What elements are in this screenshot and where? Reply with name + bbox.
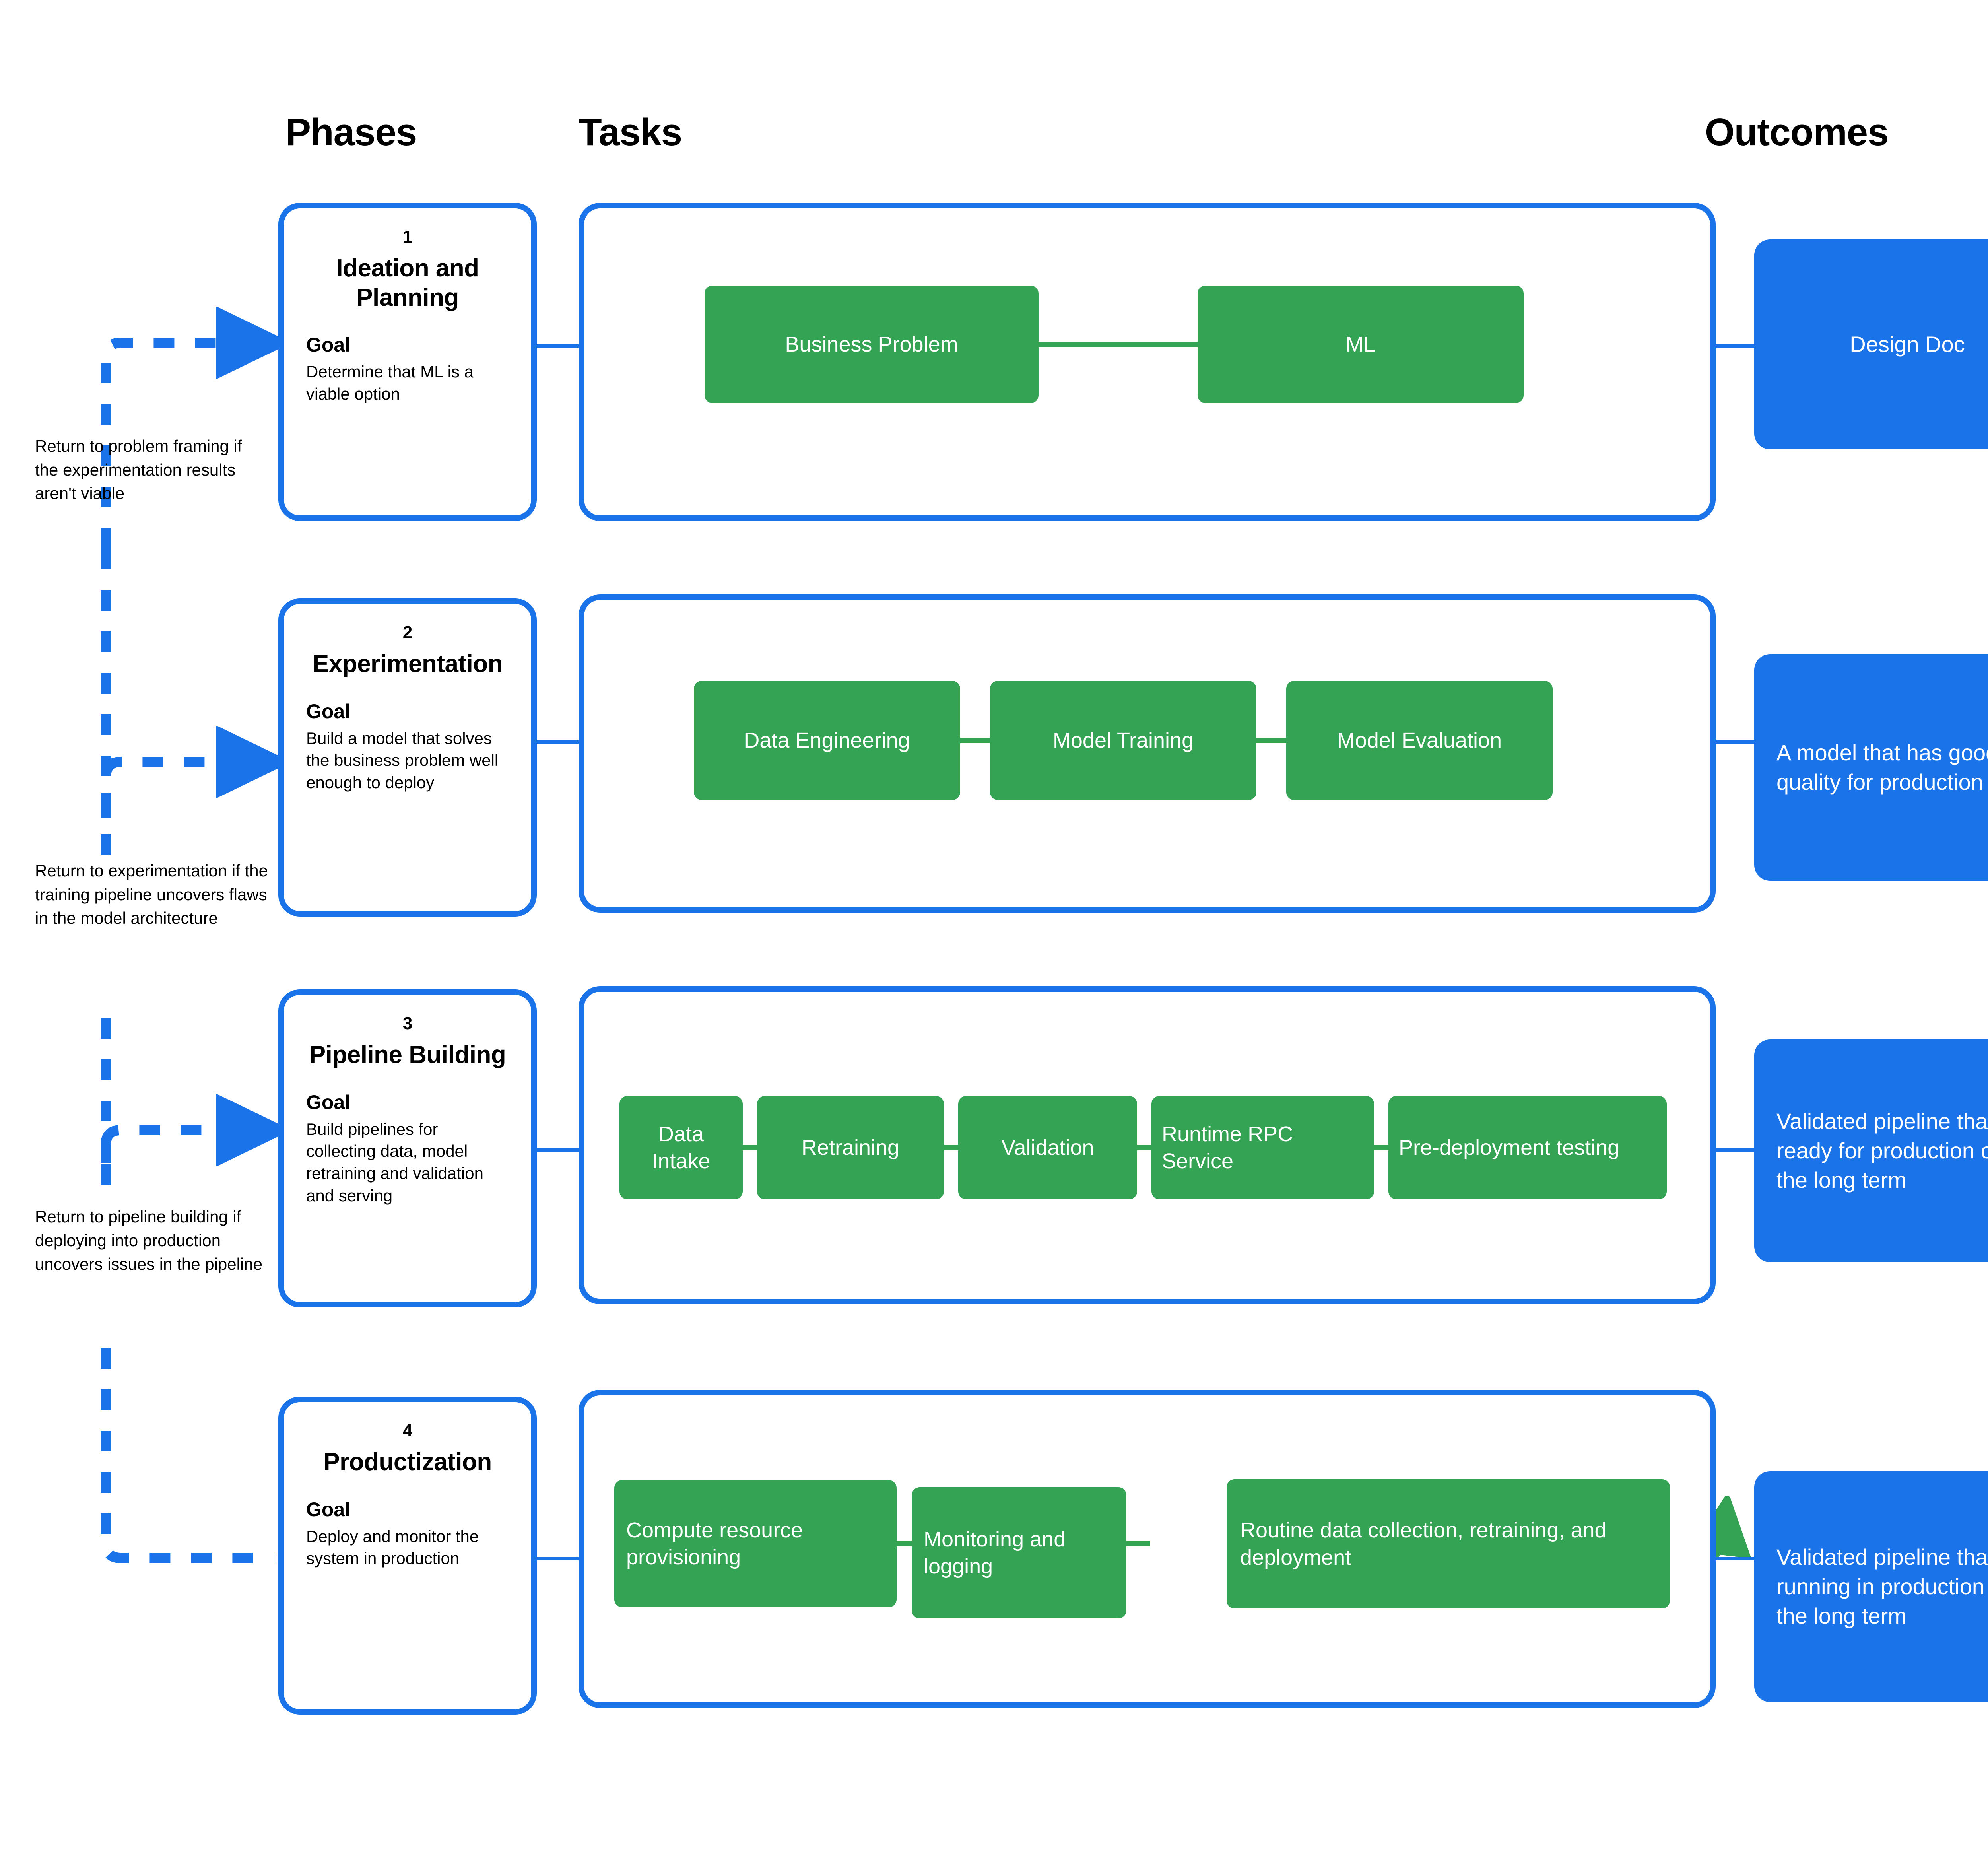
goal-label: Goal [306,1498,351,1521]
feedback-note-pipeline-building: Return to pipeline building if deploying… [35,1207,263,1274]
phase-number: 4 [402,1421,413,1440]
connector-ml2-routine [1126,1541,1150,1546]
outcome-box-3[interactable]: Validated pipeline that's ready for prod… [1754,1039,1988,1262]
connector-phase1-tasks1 [537,344,580,348]
connector-di-rt [743,1145,757,1150]
connector-de-mt [960,738,990,743]
connector-phase2-tasks2 [537,740,580,744]
phase-number: 1 [402,227,413,247]
column-header-phases: Phases [285,111,417,153]
connector-tasks2-outcome2 [1714,740,1757,744]
connector-tasks1-outcome1 [1714,344,1757,348]
connector-rpc-pdt [1374,1145,1388,1150]
goal-text: Deploy and monitor the system in product… [306,1527,479,1568]
connector-rt-vd [944,1145,958,1150]
task-chip-monitoring-and-logging[interactable]: Monitoring and logging [912,1487,1126,1618]
phase-card-1[interactable]: 1 Ideation and Planning Goal Determine t… [278,203,537,521]
phase-card-2[interactable]: 2 Experimentation Goal Build a model tha… [278,598,537,917]
task-chip-routine-data-collection[interactable]: Routine data collection, retraining, and… [1227,1479,1670,1608]
connector-mt-me [1256,738,1286,743]
goal-text: Build a model that solves the business p… [306,728,499,792]
phase-card-3[interactable]: 3 Pipeline Building Goal Build pipelines… [278,989,537,1307]
task-chip-business-problem[interactable]: Business Problem [705,286,1039,403]
task-chip-model-training[interactable]: Model Training [990,681,1256,800]
task-chip-ml[interactable]: ML [1198,286,1524,403]
goal-label: Goal [306,700,351,723]
outcome-box-1[interactable]: Design Doc [1754,239,1988,449]
connector-crp-ml2 [897,1541,912,1546]
phase-title: Pipeline Building [309,1041,506,1069]
connector-phase3-tasks3 [537,1148,580,1152]
column-header-tasks: Tasks [579,111,682,153]
feedback-arrow-experimentation [101,762,239,855]
task-chip-model-evaluation[interactable]: Model Evaluation [1286,681,1553,800]
column-header-outcomes: Outcomes [1705,111,1889,153]
task-chip-compute-resource-provisioning[interactable]: Compute resource provisioning [614,1480,897,1607]
connector-phase4-tasks4 [537,1557,580,1560]
goal-label: Goal [306,1091,351,1113]
feedback-note-experimentation: Return to experimentation if the trainin… [35,861,268,928]
phase-title: Ideation and Planning [336,254,479,311]
feedback-note-problem-framing: Return to problem framing if the experim… [35,437,242,503]
connector-task1-task2 [1039,342,1198,347]
feedback-arrow-pipeline-building [101,1130,239,1185]
task-chip-retraining[interactable]: Retraining [757,1096,944,1199]
connector-tasks4-outcome4 [1714,1557,1757,1560]
phase-card-4[interactable]: 4 Productization Goal Deploy and monitor… [278,1397,537,1715]
outcome-box-4[interactable]: Validated pipeline that's running in pro… [1754,1471,1988,1702]
phase-number: 2 [402,623,413,642]
connector-vd-rpc [1137,1145,1151,1150]
task-chip-pre-deployment-testing[interactable]: Pre-deployment testing [1388,1096,1667,1199]
goal-text: Determine that ML is a viable option [306,362,474,403]
task-chip-runtime-rpc-service[interactable]: Runtime RPC Service [1151,1096,1374,1199]
connector-tasks3-outcome3 [1714,1148,1757,1152]
phase-number: 3 [402,1014,413,1033]
phase-title: Productization [323,1448,492,1476]
goal-label: Goal [306,333,351,356]
task-chip-data-intake[interactable]: Data Intake [619,1096,743,1199]
task-chip-validation[interactable]: Validation [958,1096,1137,1199]
phase-title: Experimentation [312,650,503,678]
feedback-trunk-left [101,549,274,1563]
goal-text: Build pipelines for collecting data, mod… [306,1119,483,1205]
outcome-box-2[interactable]: A model that has good quality for produc… [1754,654,1988,881]
task-chip-data-engineering[interactable]: Data Engineering [694,681,960,800]
